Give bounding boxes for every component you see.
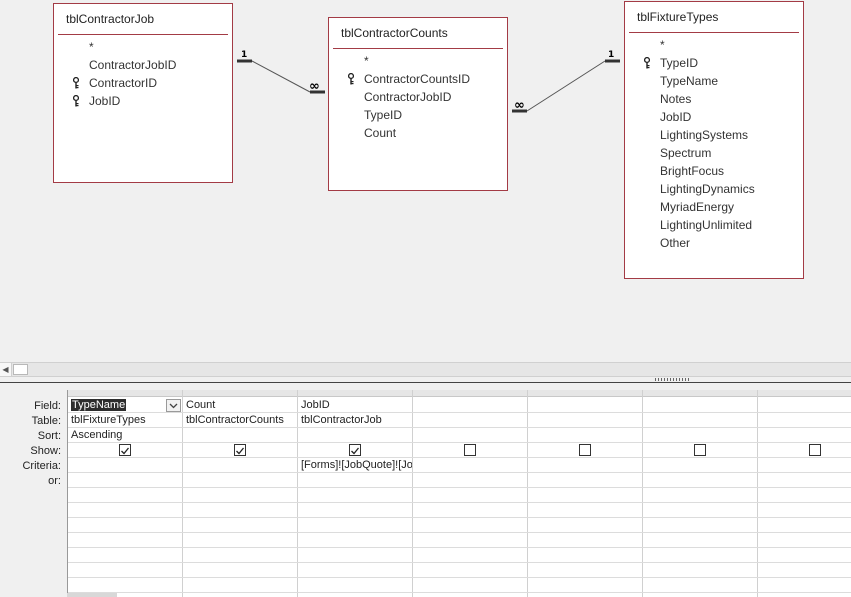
column-selector-bar[interactable] xyxy=(68,390,851,397)
field-name: * xyxy=(660,38,665,52)
field-item[interactable]: * xyxy=(625,36,803,54)
row-label-or: or: xyxy=(48,475,61,487)
primary-key-icon xyxy=(73,95,79,107)
field-name: ContractorJobID xyxy=(364,90,452,104)
scroll-left-arrow-icon[interactable]: ◀ xyxy=(0,363,12,376)
field-item[interactable]: TypeName xyxy=(625,72,803,90)
show-checkbox[interactable] xyxy=(579,444,591,456)
field-item[interactable]: BrightFocus xyxy=(625,162,803,180)
row-label-table: Table: xyxy=(31,415,61,427)
row-label-show: Show: xyxy=(30,445,61,457)
field-item[interactable]: JobID xyxy=(54,92,232,110)
grid-cell-field[interactable]: JobID xyxy=(301,399,330,411)
checkmark-icon xyxy=(236,447,245,455)
field-name: Spectrum xyxy=(660,146,712,160)
relationship-contractorjob-counts[interactable]: 1 ∞ xyxy=(237,50,325,94)
query-design-grid-pane: Field: Table: Sort: Show: Criteria: or: … xyxy=(0,383,851,597)
splitter-grip-icon[interactable] xyxy=(655,378,691,381)
chevron-down-icon xyxy=(169,403,178,409)
row-label-field: Field: xyxy=(34,400,61,412)
field-name: MyriadEnergy xyxy=(660,200,735,214)
field-name: ContractorID xyxy=(89,76,158,90)
field-item[interactable]: LightingSystems xyxy=(625,126,803,144)
row-label-sort: Sort: xyxy=(37,430,61,442)
field-item[interactable]: ContractorJobID xyxy=(329,88,507,106)
grid-cell-field[interactable]: Count xyxy=(186,399,216,411)
relationship-fixturetypes-counts[interactable]: 1 ∞ xyxy=(512,50,620,113)
primary-key-icon xyxy=(73,77,79,89)
field-name: JobID xyxy=(89,94,121,108)
field-item[interactable]: Notes xyxy=(625,90,803,108)
checkmark-icon xyxy=(121,447,130,455)
grid-cell-criteria[interactable]: [Forms]![JobQuote]![Jo xyxy=(301,459,412,471)
field-item[interactable]: ContractorJobID xyxy=(54,56,232,74)
design-grid[interactable]: TypeName tblFixtureTypes Ascending Count… xyxy=(67,390,851,597)
field-list[interactable]: * ContractorCountsID ContractorJobID Typ… xyxy=(329,49,507,142)
show-checkbox[interactable] xyxy=(694,444,706,456)
show-checkbox[interactable] xyxy=(464,444,476,456)
rel-one-label: 1 xyxy=(608,50,614,60)
field-item[interactable]: TypeID xyxy=(625,54,803,72)
field-name: LightingSystems xyxy=(660,128,749,142)
grid-cell-field[interactable]: TypeName xyxy=(68,398,166,413)
field-item[interactable]: LightingDynamics xyxy=(625,180,803,198)
field-name: TypeID xyxy=(364,108,403,122)
table-window-tblcontractorjob[interactable]: tblContractorJob * ContractorJobID Contr… xyxy=(53,3,233,183)
table-window-tblfixturetypes[interactable]: tblFixtureTypes * TypeID TypeName Notes … xyxy=(624,1,804,279)
table-title[interactable]: tblFixtureTypes xyxy=(629,2,799,33)
field-list[interactable]: * TypeID TypeName Notes JobID LightingSy… xyxy=(625,33,803,252)
field-name: TypeID xyxy=(660,56,699,70)
field-item[interactable]: Count xyxy=(329,124,507,142)
rel-one-label: 1 xyxy=(241,50,247,60)
show-checkbox[interactable] xyxy=(349,444,361,456)
field-item[interactable]: Other xyxy=(625,234,803,252)
field-item[interactable]: Spectrum xyxy=(625,144,803,162)
checkmark-icon xyxy=(351,447,360,455)
grid-cell-table[interactable]: tblContractorJob xyxy=(301,414,382,426)
grid-horizontal-scrollbar[interactable] xyxy=(67,593,117,597)
field-list[interactable]: * ContractorJobID ContractorID JobID xyxy=(54,35,232,110)
pane-splitter[interactable] xyxy=(0,377,851,383)
field-item[interactable]: JobID xyxy=(625,108,803,126)
field-name: Count xyxy=(364,126,397,140)
show-checkbox[interactable] xyxy=(119,444,131,456)
field-item[interactable]: LightingUnlimited xyxy=(625,216,803,234)
query-design-diagram-pane[interactable]: 1 ∞ 1 ∞ tblContractorJob * ContractorJob… xyxy=(0,0,851,362)
scroll-thumb[interactable] xyxy=(13,364,28,375)
field-name: LightingUnlimited xyxy=(660,218,753,232)
diagram-horizontal-scrollbar[interactable]: ◀ xyxy=(0,362,851,377)
field-item[interactable]: ContractorCountsID xyxy=(329,70,507,88)
field-name: LightingDynamics xyxy=(660,182,755,196)
show-checkbox[interactable] xyxy=(234,444,246,456)
field-item[interactable]: TypeID xyxy=(329,106,507,124)
field-name: ContractorJobID xyxy=(89,58,177,72)
grid-cell-table[interactable]: tblContractorCounts xyxy=(186,414,284,426)
table-title[interactable]: tblContractorCounts xyxy=(333,18,503,49)
primary-key-icon xyxy=(644,57,650,69)
field-name: BrightFocus xyxy=(660,164,725,178)
grid-cell-sort[interactable]: Ascending xyxy=(71,429,123,441)
field-name: * xyxy=(89,40,94,54)
rel-many-label: ∞ xyxy=(309,79,320,94)
table-title[interactable]: tblContractorJob xyxy=(58,4,228,35)
field-item[interactable]: * xyxy=(54,38,232,56)
field-name: JobID xyxy=(660,110,692,124)
grid-cell-table[interactable]: tblFixtureTypes xyxy=(71,414,146,426)
field-name: TypeName xyxy=(660,74,719,88)
field-item[interactable]: ContractorID xyxy=(54,74,232,92)
field-name: * xyxy=(364,54,369,68)
field-name: ContractorCountsID xyxy=(364,72,471,86)
selected-field-text: TypeName xyxy=(71,399,127,411)
rel-many-label: ∞ xyxy=(514,98,525,113)
show-checkbox[interactable] xyxy=(809,444,821,456)
field-item[interactable]: MyriadEnergy xyxy=(625,198,803,216)
field-dropdown-button[interactable] xyxy=(166,399,181,412)
table-window-tblcontractorcounts[interactable]: tblContractorCounts * ContractorCountsID… xyxy=(328,17,508,191)
field-name: Other xyxy=(660,236,691,250)
field-item[interactable]: * xyxy=(329,52,507,70)
primary-key-icon xyxy=(348,73,354,85)
row-label-criteria: Criteria: xyxy=(22,460,61,472)
field-name: Notes xyxy=(660,92,692,106)
